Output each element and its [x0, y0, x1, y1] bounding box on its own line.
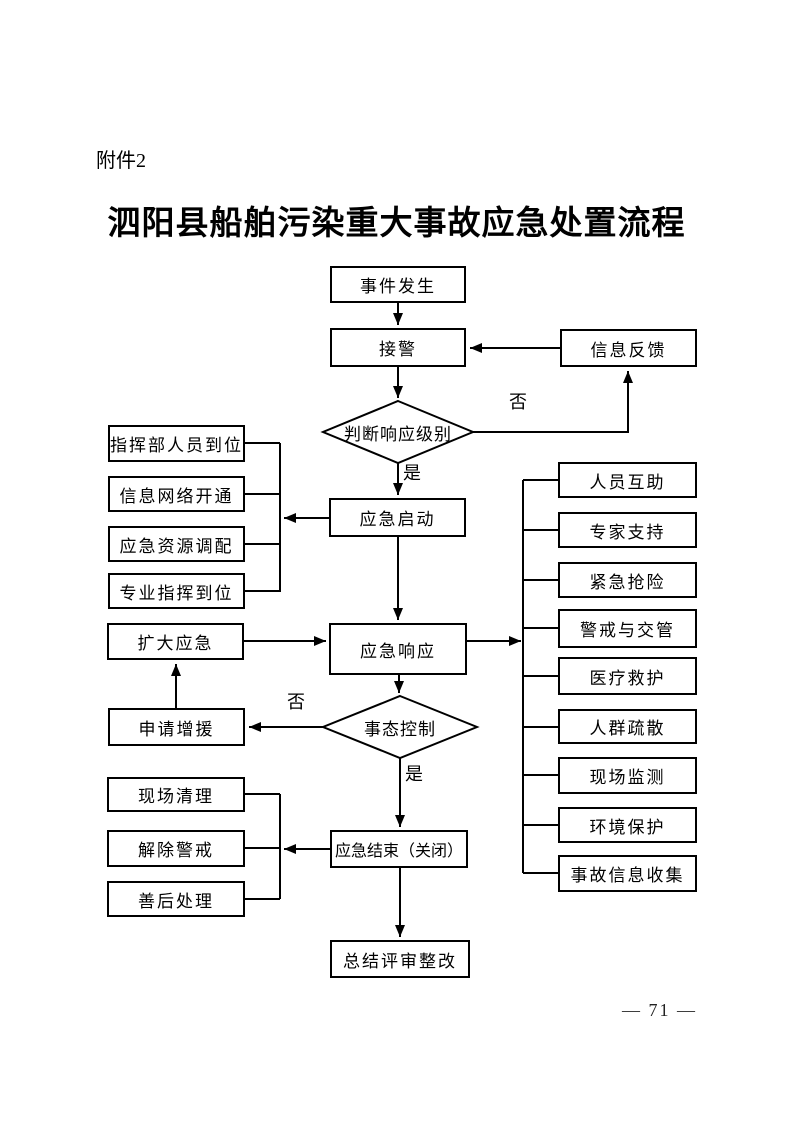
node-action-monitoring: 现场监测 [558, 757, 697, 794]
bracket-actions [522, 479, 558, 874]
node-action-rescue: 紧急抢险 [558, 562, 697, 598]
decision-level-diamond [320, 399, 476, 465]
node-action-traffic: 警戒与交管 [558, 609, 697, 648]
node-request: 申请增援 [108, 708, 245, 746]
page-title: 泗阳县船舶污染重大事故应急处置流程 [107, 206, 686, 242]
decision-control-diamond [320, 694, 480, 760]
node-expand: 扩大应急 [107, 623, 244, 660]
bracket-closeout [245, 793, 281, 900]
node-closeout-cleanup: 现场清理 [107, 777, 245, 812]
node-summary: 总结评审整改 [330, 940, 470, 978]
node-prep-resources: 应急资源调配 [108, 526, 245, 562]
branch-no-bottom: 否 [287, 692, 305, 712]
node-end: 应急结束（关闭） [330, 830, 468, 868]
node-closeout-lift-alert: 解除警戒 [107, 830, 245, 867]
node-action-mutual-aid: 人员互助 [558, 462, 697, 498]
node-startup: 应急启动 [329, 498, 466, 537]
arrow-decision-no-to-feedback [473, 371, 633, 433]
node-action-environment: 环境保护 [558, 807, 697, 843]
node-prep-professional: 专业指挥到位 [108, 573, 245, 609]
node-decision-level-label: 判断响应级别 [344, 424, 452, 444]
node-alarm: 接警 [330, 328, 466, 367]
node-event: 事件发生 [330, 266, 466, 303]
branch-no-top: 否 [509, 392, 527, 412]
page-number: — 71 — [622, 1000, 697, 1020]
node-decision-control-label: 事态控制 [364, 719, 436, 739]
attachment-label: 附件2 [96, 150, 146, 172]
node-action-medical: 医疗救护 [558, 657, 697, 695]
node-prep-network: 信息网络开通 [108, 476, 245, 512]
node-action-experts: 专家支持 [558, 512, 697, 548]
node-feedback: 信息反馈 [560, 329, 697, 367]
bracket-prep [245, 442, 281, 592]
node-action-evacuation: 人群疏散 [558, 709, 697, 744]
branch-yes-top: 是 [403, 463, 421, 483]
node-action-info-collect: 事故信息收集 [558, 855, 697, 892]
node-prep-command-staff: 指挥部人员到位 [108, 425, 245, 462]
node-response: 应急响应 [329, 623, 467, 675]
branch-yes-bottom: 是 [405, 764, 423, 784]
node-closeout-aftermath: 善后处理 [107, 881, 245, 917]
